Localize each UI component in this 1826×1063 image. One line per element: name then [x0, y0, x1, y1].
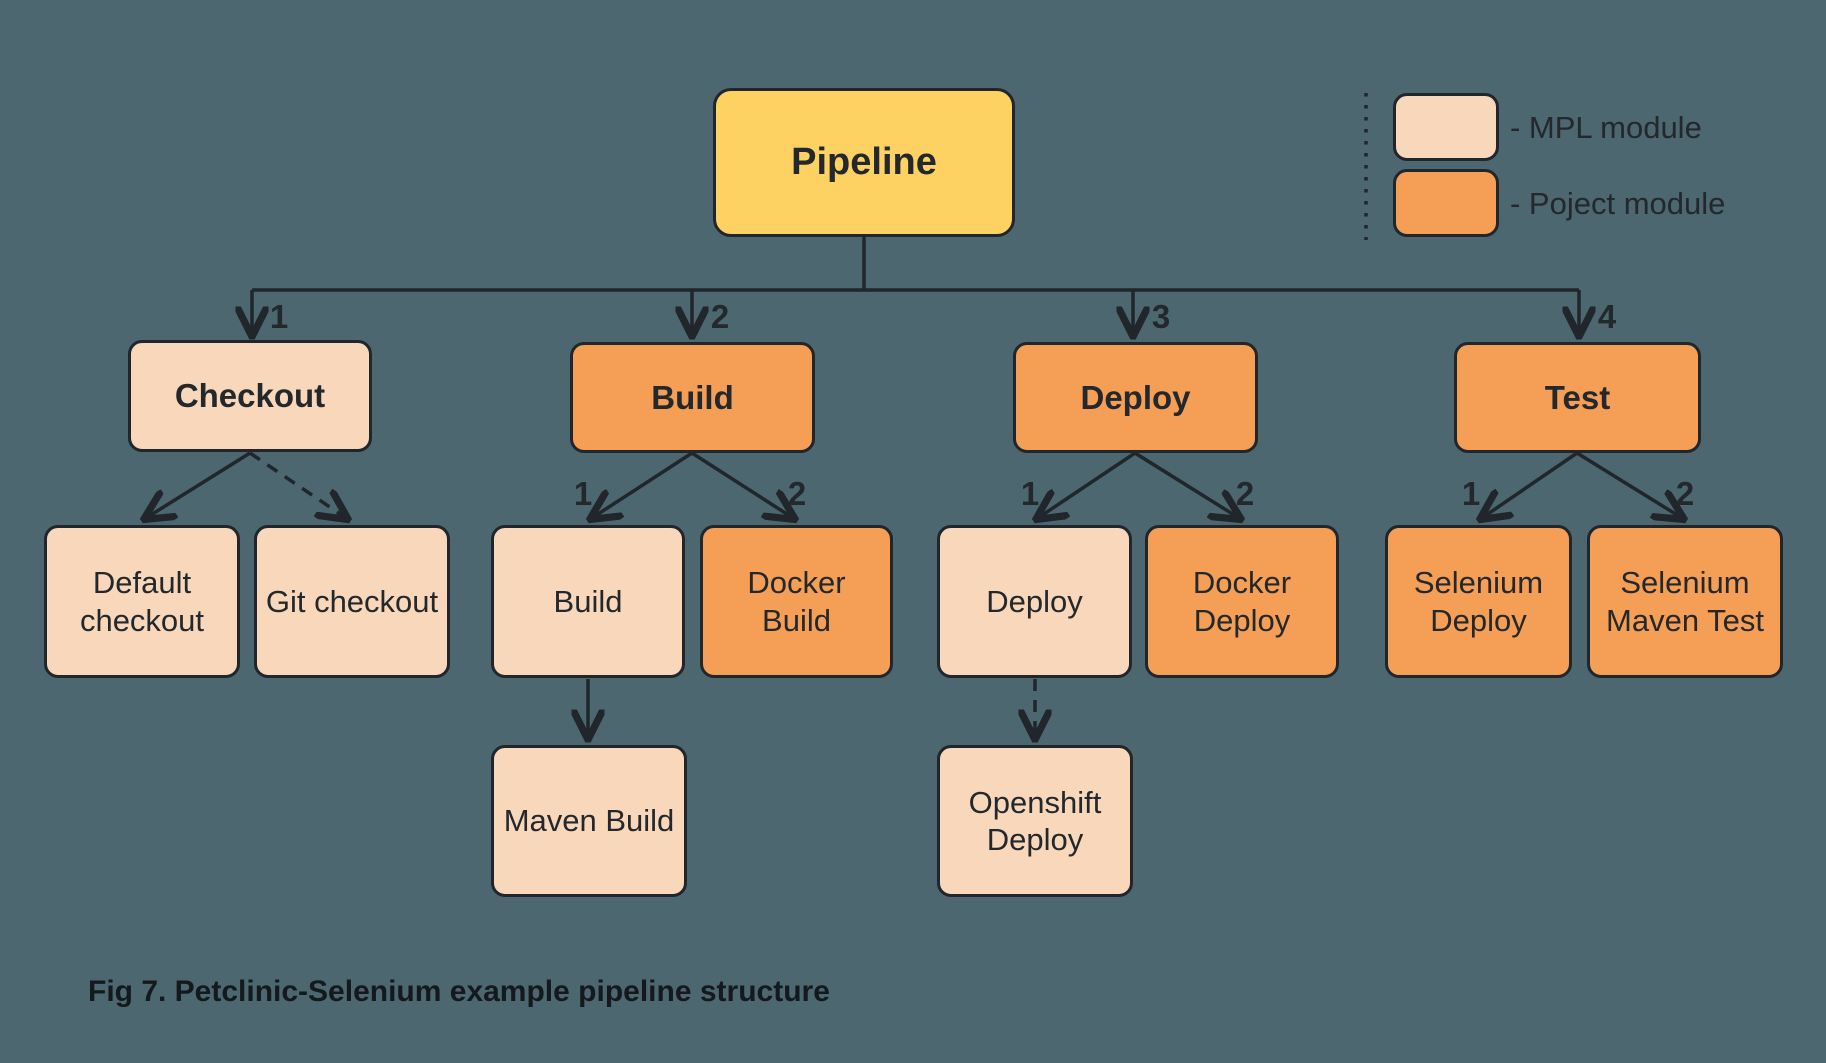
node-selenium-maven-test: Selenium Maven Test — [1587, 525, 1783, 678]
node-build-step: Build — [491, 525, 685, 678]
node-openshift-deploy: Openshift Deploy — [937, 745, 1133, 897]
node-maven-build: Maven Build — [491, 745, 687, 897]
legend-swatch-mpl — [1393, 93, 1499, 161]
node-docker-deploy-label: Docker Deploy — [1192, 565, 1292, 638]
edge-build-build — [592, 451, 693, 518]
edge-test-selenium-deploy — [1482, 451, 1578, 518]
node-maven-build-label: Maven Build — [503, 803, 675, 839]
edge-deploy-docker — [1134, 451, 1239, 518]
edge-checkout-git — [249, 451, 346, 518]
edge-number-build: 2 — [710, 298, 730, 335]
node-test-label: Test — [1544, 378, 1611, 416]
figure-caption: Fig 7. Petclinic-Selenium example pipeli… — [88, 975, 830, 1008]
node-docker-build: Docker Build — [700, 525, 893, 678]
edge-deploy-deploy — [1038, 451, 1136, 518]
edge-number-build-step: 1 — [573, 475, 593, 512]
edge-number-selenium-deploy: 1 — [1461, 475, 1481, 512]
node-selenium-deploy-label: Selenium Deploy — [1413, 565, 1544, 638]
node-build-step-label: Build — [553, 583, 623, 619]
node-checkout-label: Checkout — [174, 377, 326, 415]
edge-number-docker-build: 2 — [787, 475, 807, 512]
edge-number-docker-deploy: 2 — [1235, 475, 1255, 512]
node-test: Test — [1454, 342, 1701, 453]
node-docker-build-label: Docker Build — [747, 565, 846, 638]
node-default-checkout: Default checkout — [44, 525, 240, 678]
node-deploy-label: Deploy — [1080, 378, 1191, 416]
node-git-checkout: Git checkout — [254, 525, 450, 678]
node-selenium-maven-test-label: Selenium Maven Test — [1606, 565, 1764, 638]
node-deploy-step-label: Deploy — [986, 583, 1083, 619]
node-build-label: Build — [651, 378, 734, 416]
legend-label-project: - Poject module — [1510, 186, 1726, 221]
legend-swatch-project — [1393, 169, 1499, 237]
edge-test-selenium-maven — [1576, 451, 1682, 518]
node-default-checkout-label: Default checkout — [79, 565, 205, 638]
node-deploy: Deploy — [1013, 342, 1258, 453]
edge-checkout-default — [146, 451, 251, 518]
node-docker-deploy: Docker Deploy — [1145, 525, 1339, 678]
node-checkout: Checkout — [128, 340, 372, 452]
node-selenium-deploy: Selenium Deploy — [1385, 525, 1572, 678]
edge-number-test: 4 — [1597, 298, 1617, 335]
edge-build-docker — [691, 451, 793, 518]
edge-number-deploy-step: 1 — [1020, 475, 1040, 512]
node-pipeline-label: Pipeline — [791, 140, 937, 183]
node-git-checkout-label: Git checkout — [265, 583, 439, 619]
edge-number-selenium-maven-test: 2 — [1675, 475, 1695, 512]
edge-number-deploy: 3 — [1151, 298, 1171, 335]
legend-label-mpl: - MPL module — [1510, 110, 1702, 145]
node-pipeline: Pipeline — [713, 88, 1015, 237]
node-deploy-step: Deploy — [937, 525, 1132, 678]
edge-number-checkout: 1 — [269, 298, 289, 335]
node-openshift-deploy-label: Openshift Deploy — [968, 784, 1102, 857]
node-build: Build — [570, 342, 815, 453]
